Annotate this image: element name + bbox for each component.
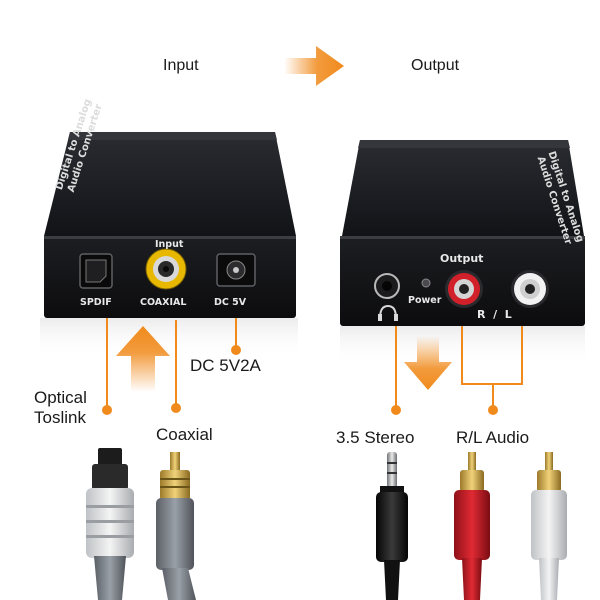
orange-arrow-up-icon [116,326,170,392]
left-input-label: Input [155,239,184,250]
orange-arrow-right-icon [284,46,344,86]
input-header: Input [163,57,199,74]
callout-lines-right [391,326,523,415]
rca-white-port [511,270,549,308]
spdif-label: SPDIF [80,297,112,308]
coaxial-label: COAXIAL [140,297,187,308]
power-led [421,278,431,288]
optical-toslink-plug [86,448,134,600]
stereo-3-5-plug [376,452,408,600]
stereo-caption: 3.5 Stereo [336,428,415,447]
optical-caption-line2: Toslink [34,408,86,427]
output-header: Output [411,57,460,74]
power-label: Power [408,295,442,306]
rl-label: R / L [477,308,512,321]
rl-audio-caption: R/L Audio [456,428,530,447]
right-output-label: Output [440,252,484,265]
coaxial-plug [156,452,196,600]
rca-red-plug [454,452,490,600]
dc-power-port [216,253,256,287]
rca-red-port [445,270,483,308]
dc-caption: DC 5V2A [190,356,261,375]
coaxial-caption: Coaxial [156,425,213,444]
orange-arrow-down-icon [404,336,452,390]
stereo-3-5-jack [374,273,400,299]
optical-caption-line1: Optical [34,388,87,407]
rca-white-plug [531,452,567,600]
headphone-icon [378,304,398,321]
coaxial-port [145,248,187,290]
callout-lines-left [102,318,241,415]
left-converter-box [44,132,296,318]
right-converter-box [340,140,585,326]
dc-5v-label: DC 5V [214,297,247,308]
spdif-port [79,253,113,289]
optical-toslink-caption: Optical Toslink [34,388,87,428]
